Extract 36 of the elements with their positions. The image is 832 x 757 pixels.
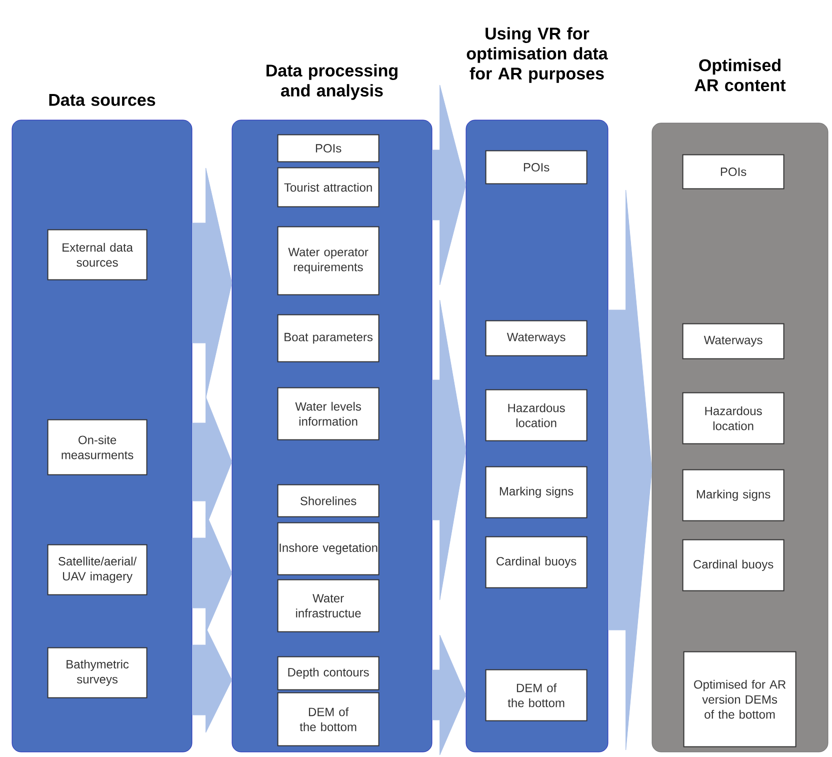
column-heading: Optimised AR content (694, 58, 786, 92)
item-box: Water operator requirements (277, 226, 380, 296)
arrow (192, 168, 232, 398)
item-box: DEM of the bottom (277, 692, 380, 746)
item-box: POIs (682, 154, 784, 190)
item-box: Waterways (485, 320, 588, 356)
item-box: External data sources (47, 229, 148, 280)
item-box: Water levels information (277, 387, 380, 440)
arrow (432, 84, 466, 286)
item-box: POIs (277, 134, 380, 162)
arrow (432, 634, 466, 756)
item-box: Optimised for AR version DEMs of the bottom (683, 651, 796, 748)
item-box: Marking signs (485, 466, 588, 518)
item-box: Tourist attraction (277, 167, 380, 208)
item-box: Water infrastructue (277, 579, 380, 632)
column-heading: Using VR for optimisation data for AR purposes (466, 27, 608, 83)
item-box: Waterways (682, 323, 784, 360)
item-box: On-site measurments (47, 419, 148, 476)
item-box: Cardinal buoys (682, 539, 784, 592)
item-box: Bathymetric surveys (47, 647, 148, 698)
item-box: Cardinal buoys (485, 536, 588, 588)
column-heading: Data sources (49, 94, 156, 106)
arrow (192, 627, 232, 733)
column-heading: Data processing and analysis (266, 64, 398, 100)
item-box: Boat parameters (277, 314, 380, 362)
item-box: DEM of the bottom (485, 669, 588, 722)
item-box: Shorelines (277, 484, 380, 518)
item-box: Marking signs (682, 469, 784, 522)
arrow (608, 190, 652, 750)
item-box: Inshore vegetation (277, 522, 380, 576)
item-box: POIs (485, 150, 588, 184)
item-box: Depth contours (277, 656, 380, 690)
item-box: Satellite/aerial/ UAV imagery (47, 544, 148, 596)
arrow (432, 300, 466, 600)
item-box: Hazardous location (485, 389, 588, 442)
item-box: Hazardous location (682, 392, 784, 444)
